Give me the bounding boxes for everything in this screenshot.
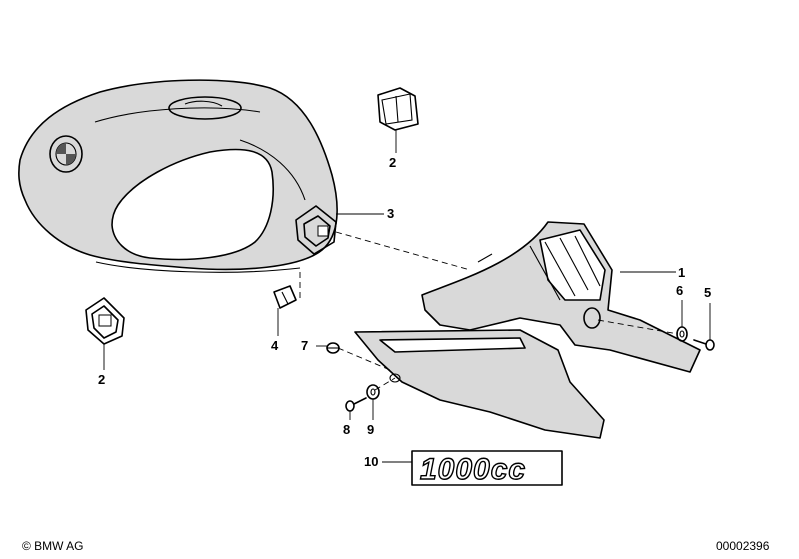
part-6-washer	[676, 326, 688, 342]
part-3-clip	[295, 205, 337, 255]
fuel-tank	[18, 79, 338, 273]
callout-5: 5	[704, 285, 712, 300]
part-7-grommet	[326, 342, 340, 354]
callout-9: 9	[367, 422, 375, 437]
part-2-pad-left	[85, 297, 125, 345]
callout-3: 3	[387, 206, 395, 221]
part-1-side-cover	[421, 221, 701, 373]
lower-side-panel	[354, 329, 605, 439]
part-2-pad-top	[377, 87, 419, 131]
bmw-roundel	[49, 135, 83, 173]
drawing-number: 00002396	[716, 539, 770, 553]
callout-2-top: 2	[389, 155, 397, 170]
copyright-notice: © BMW AG	[22, 539, 84, 553]
callout-7: 7	[301, 338, 309, 353]
callout-2-left: 2	[98, 372, 106, 387]
callout-8: 8	[343, 422, 351, 437]
part-8-screw	[345, 397, 367, 412]
callout-10: 10	[364, 454, 379, 469]
part-9-washer	[366, 384, 380, 400]
callout-1: 1	[678, 265, 686, 280]
part-10-emblem: 1000cc	[411, 450, 563, 487]
emblem-lettering: 1000cc	[420, 453, 526, 486]
part-4-clip	[273, 285, 297, 309]
callout-6: 6	[676, 283, 684, 298]
callout-4: 4	[271, 338, 279, 353]
